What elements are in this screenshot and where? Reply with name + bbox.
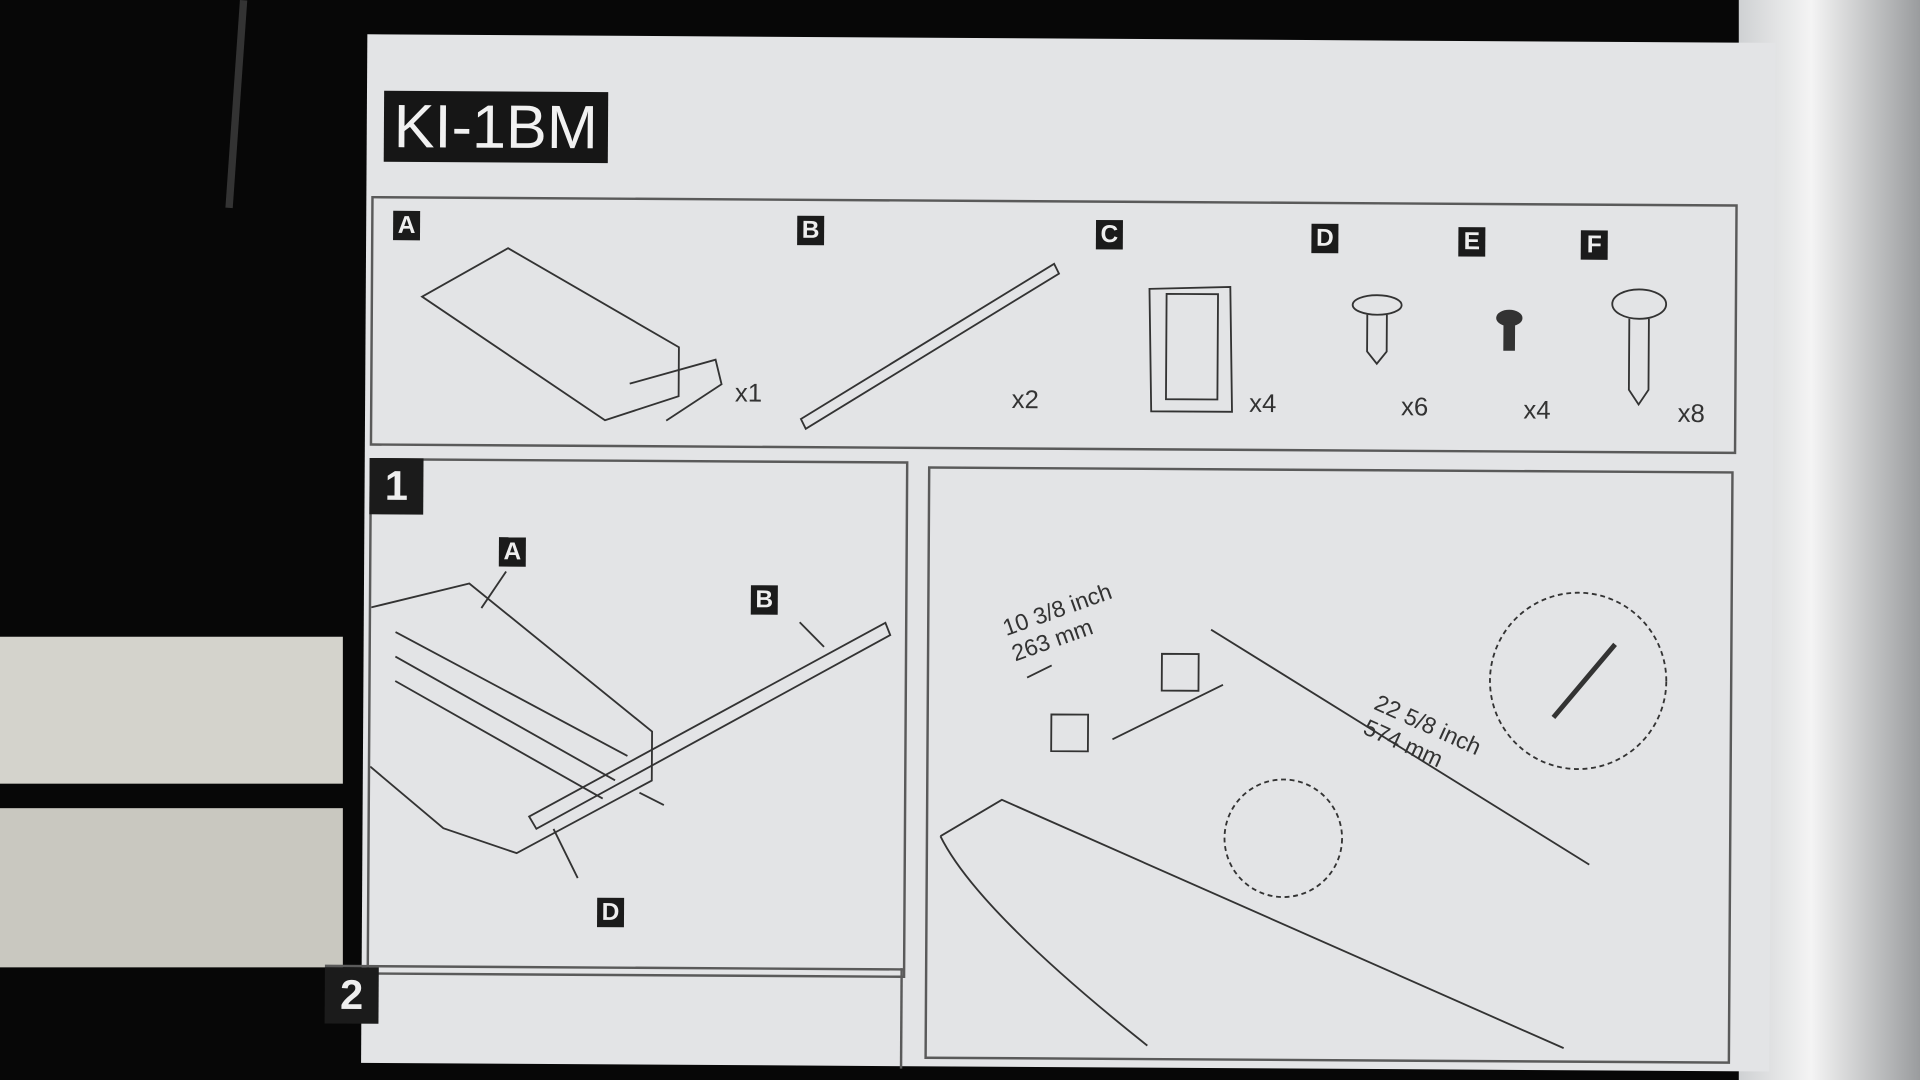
instruction-sheet: KI-1BM A x1 B x2 C x4 D x6 E x4 F x8 xyxy=(324,34,1776,1072)
parts-panel: A x1 B x2 C x4 D x6 E x4 F x8 xyxy=(369,195,1738,455)
step2-number: 2 xyxy=(324,967,379,1024)
step2-panel: 2 xyxy=(324,964,903,1069)
cable xyxy=(225,0,248,209)
step1-panel: 1 A B D xyxy=(366,457,909,979)
screw-d-shank xyxy=(1366,314,1388,366)
step-detail-panel: 10 3/8 inch 263 mm 22 5/8 inch 574 mm xyxy=(924,466,1734,1064)
tray-mouse-extension xyxy=(629,358,723,422)
screw-f-head xyxy=(1611,288,1668,320)
screw-f-shank xyxy=(1627,318,1650,407)
slide-rail-drawing xyxy=(799,262,1061,431)
step1-drawing xyxy=(369,570,892,879)
screw-d-head xyxy=(1351,294,1403,316)
desk-surface xyxy=(0,636,343,784)
model-title: KI-1BM xyxy=(383,90,608,164)
parts-drawings xyxy=(420,247,1668,431)
step-detail-drawing xyxy=(939,591,1668,1049)
bracket-drawing xyxy=(1148,285,1233,413)
keyboard-tray-drawing xyxy=(420,247,680,422)
desk-edge xyxy=(0,808,343,968)
